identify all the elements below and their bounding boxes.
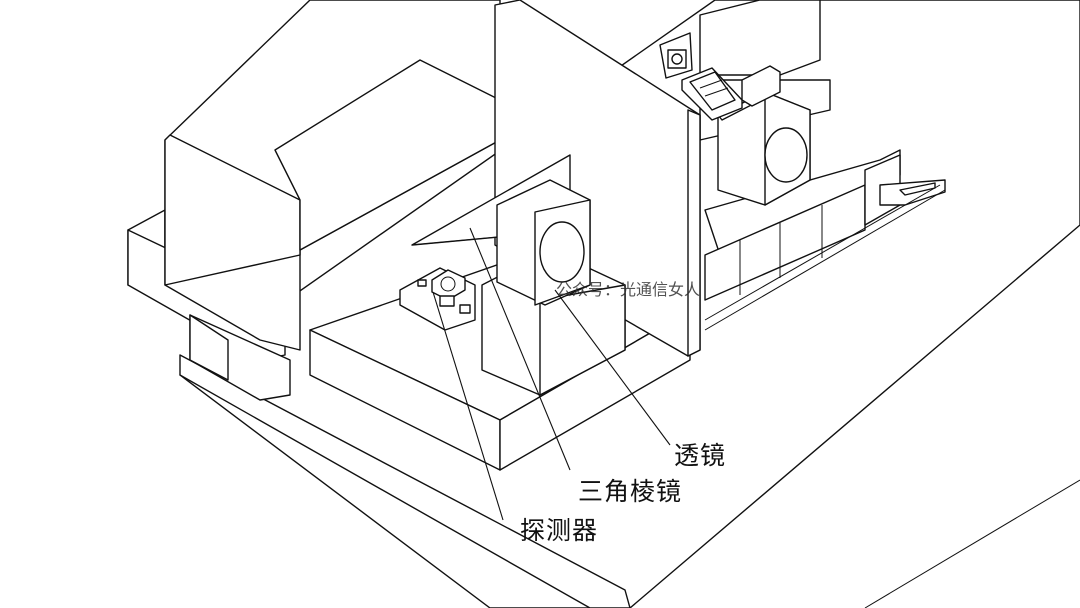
watermark-text: 公众号：光通信女人 [556,280,701,299]
rear-lens-block [659,32,811,206]
label-detector: 探测器 [520,516,599,545]
lens-block [481,179,626,396]
leader-detector [432,291,504,521]
leader-lens [554,289,671,446]
left-housing [127,0,501,401]
detector-chip [399,267,476,331]
label-lens: 透镜 [674,441,727,470]
leader-prism [469,227,571,471]
label-prism: 三角棱镜 [578,477,683,506]
leader-lines [432,227,671,521]
